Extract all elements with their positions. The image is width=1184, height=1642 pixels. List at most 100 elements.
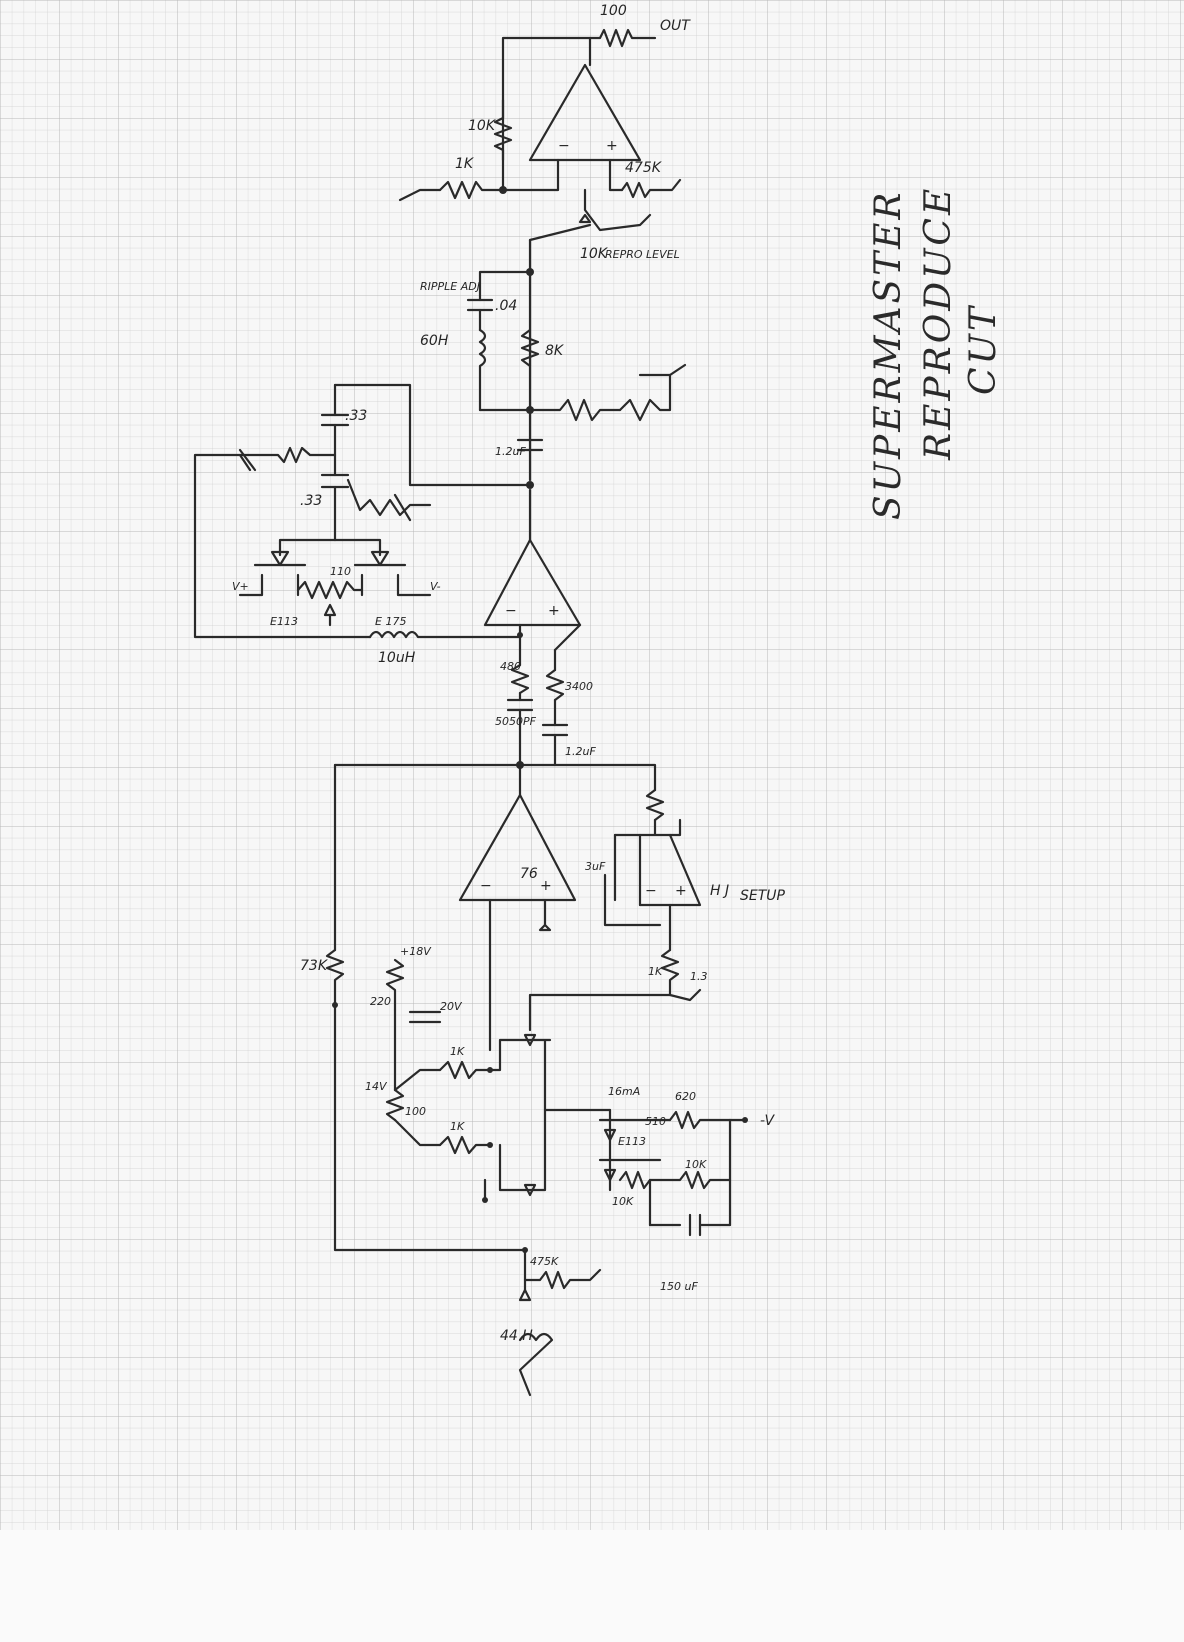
label-r620: 620 xyxy=(675,1090,696,1103)
inductor-10uh xyxy=(368,630,522,639)
svg-text:+: + xyxy=(606,138,618,154)
fet-e113-source xyxy=(598,1108,662,1192)
label-r3400: 3400 xyxy=(565,680,593,693)
resistor-100 xyxy=(588,28,657,48)
label-c3: 3uF xyxy=(585,860,606,873)
label-v18: +18V xyxy=(400,945,432,958)
label-r220: 220 xyxy=(370,995,391,1008)
label-c20v: 20V xyxy=(440,1000,463,1013)
label-pot110: 110 xyxy=(330,565,351,578)
label-c33b: .33 xyxy=(300,493,322,509)
pot-100 xyxy=(385,1088,405,1122)
paper-bottom-margin xyxy=(0,1530,1184,1642)
capacitor-20v xyxy=(408,1010,442,1024)
title-line3: CUT xyxy=(963,304,1004,395)
label-vminus: -V xyxy=(760,1113,775,1129)
resistor-475k-in xyxy=(523,1268,602,1290)
fet-dual xyxy=(488,1038,552,1192)
label-r10k-b: 10K xyxy=(685,1158,707,1171)
svg-text:−: − xyxy=(645,883,657,899)
label-r1k-c: 1K xyxy=(648,965,663,978)
label-ripple: RIPPLE ADJ xyxy=(420,280,480,293)
label-r480: 480 xyxy=(500,660,521,673)
pot-110 xyxy=(296,580,364,600)
label-hj: H J xyxy=(710,883,729,899)
label-r100: 100 xyxy=(600,3,627,19)
label-c33a: .33 xyxy=(345,408,367,424)
svg-text:−: − xyxy=(505,603,517,619)
label-r475k-out: 475K xyxy=(625,160,663,176)
label-c04: .04 xyxy=(495,298,517,314)
label-r10k-a: 10K xyxy=(612,1195,634,1208)
label-r-fb: 73K xyxy=(300,958,329,974)
label-r1k-out: 1K xyxy=(455,156,475,172)
resistor-3400 xyxy=(545,668,565,702)
label-c12b: 1.2uF xyxy=(495,445,526,458)
label-c12: 1.2uF xyxy=(565,745,596,758)
resistor-8k xyxy=(520,328,540,368)
pot-10k-repro xyxy=(528,223,592,242)
svg-text:+: + xyxy=(548,603,560,619)
svg-text:−: − xyxy=(558,138,570,154)
title-block: SUPERMASTER REPRODUCE CUT xyxy=(868,186,1004,520)
opamp-output-symbol xyxy=(528,63,642,162)
label-e113-2: E113 xyxy=(270,615,298,628)
resistor-73k xyxy=(325,948,345,1007)
label-ma16: 16mA xyxy=(608,1085,640,1098)
capacitor-1-2uf xyxy=(516,438,544,452)
opamp-second-symbol xyxy=(483,538,582,627)
label-ind60: 60H xyxy=(420,333,449,349)
label-r-in: 475K xyxy=(530,1255,559,1268)
first-opamp-stage: − + 76 − + 3uF H J SETUP 1K 1.3 xyxy=(333,763,786,1052)
title-line2: REPRODUCE xyxy=(918,186,959,461)
resistor-1k-a xyxy=(438,1060,492,1080)
svg-text:+: + xyxy=(540,878,552,894)
label-input: 44 H xyxy=(500,1328,533,1344)
eq-network: .04 60H RIPPLE ADJ 8K 1.2uF .33 .33 xyxy=(193,238,687,639)
resistor-1k-c xyxy=(660,948,680,997)
input-stage: 73K 220 +18V 20V 100 14V 1K 1K 16mA E11 xyxy=(300,763,775,1397)
svg-text:+: + xyxy=(675,883,687,899)
resistor-10k-b xyxy=(648,1170,732,1190)
inductor-60h xyxy=(478,328,487,412)
label-r10k-out: 10K xyxy=(468,118,497,134)
resistor-620 xyxy=(668,1110,732,1130)
resistor-480 xyxy=(510,663,530,695)
title-line1: SUPERMASTER xyxy=(868,189,909,520)
label-r1k-b: 1K xyxy=(450,1120,465,1133)
label-out: OUT xyxy=(660,18,691,34)
resistor-220 xyxy=(385,958,405,1012)
label-e113-1: E113 xyxy=(618,1135,646,1148)
resistor-1k-servo xyxy=(645,788,665,822)
label-r510: 510 xyxy=(645,1115,666,1128)
inductor-input-head xyxy=(518,1332,554,1397)
capacitor-150uf xyxy=(648,1213,732,1237)
label-opamp1: 76 xyxy=(520,866,538,882)
label-e175: E 175 xyxy=(375,615,406,628)
label-vplus: V+ xyxy=(232,580,249,593)
label-c5050: 5050PF xyxy=(495,715,537,728)
label-setup: SETUP xyxy=(740,888,786,904)
label-r8k: 8K xyxy=(545,343,565,359)
output-stage: − + 100 OUT 10K 1K 475K 10K REPRO LEVEL xyxy=(398,3,691,262)
svg-text:−: − xyxy=(480,878,492,894)
label-r10k-pot: 10K xyxy=(580,246,609,262)
label-repro-level: REPRO LEVEL xyxy=(605,248,680,261)
opamp-servo-symbol xyxy=(638,833,702,907)
label-pot100: 100 xyxy=(405,1105,426,1118)
capacitor-3uf xyxy=(603,833,662,927)
label-ind10: 10uH xyxy=(378,650,416,666)
resistor-475k-out xyxy=(620,178,682,199)
label-r13: 1.3 xyxy=(690,970,708,983)
resistor-1k-out xyxy=(438,180,505,200)
resistor-10k-out xyxy=(493,98,513,162)
label-c150: 150 uF xyxy=(660,1280,698,1293)
resistor-1k-b xyxy=(438,1135,492,1155)
label-vminus2: V- xyxy=(430,580,441,593)
opamp-76-symbol xyxy=(458,793,577,902)
label-v14: 14V xyxy=(365,1080,388,1093)
label-r1k-a: 1K xyxy=(450,1045,465,1058)
second-opamp-stage: −+ 10uH E113 E 175 110 V+ V- 5050PF 480 … xyxy=(232,488,596,769)
